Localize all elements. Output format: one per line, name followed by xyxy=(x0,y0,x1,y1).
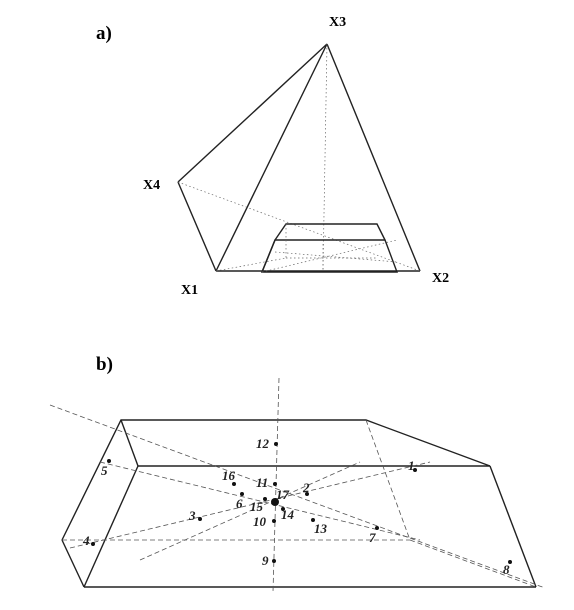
label-x2: X2 xyxy=(432,271,449,286)
points xyxy=(91,442,512,564)
point-15 xyxy=(263,497,267,501)
box-hidden-bottom-right xyxy=(409,539,537,588)
point-16 xyxy=(232,482,236,486)
label-point-2: 2 xyxy=(302,480,310,495)
point-3 xyxy=(198,517,202,521)
box-front-right xyxy=(489,465,537,588)
label-x3: X3 xyxy=(329,15,346,30)
label-point-12: 12 xyxy=(256,436,270,451)
label-x1: X1 xyxy=(181,283,198,298)
prism-top xyxy=(274,223,386,241)
point-labels: 1 2 3 4 5 6 7 8 9 10 11 12 13 14 15 16 1… xyxy=(82,436,510,577)
diagonal-line-2 xyxy=(69,461,431,549)
prism-diag-1 xyxy=(261,239,398,273)
box-back-top xyxy=(61,419,491,541)
point-1 xyxy=(413,468,417,472)
edge-x2-x3 xyxy=(326,43,421,272)
label-point-15: 15 xyxy=(250,499,264,514)
label-point-3: 3 xyxy=(188,508,196,523)
label-point-11: 11 xyxy=(256,475,268,490)
label-point-13: 13 xyxy=(314,521,328,536)
point-4 xyxy=(91,542,95,546)
label-point-14: 14 xyxy=(281,507,295,522)
point-2 xyxy=(305,492,309,496)
edge-x4-x2-hidden xyxy=(177,181,421,272)
label-point-6: 6 xyxy=(236,496,243,511)
label-point-7: 7 xyxy=(369,530,376,545)
point-12 xyxy=(274,442,278,446)
base-hidden-1 xyxy=(215,257,287,272)
prism-box xyxy=(61,419,537,588)
label-point-16: 16 xyxy=(222,468,236,483)
label-point-17: 17 xyxy=(276,487,290,502)
point-17 xyxy=(271,498,279,506)
label-point-1: 1 xyxy=(408,458,415,473)
diagonal-line-4 xyxy=(139,461,361,561)
edge-x4-x3 xyxy=(177,43,328,183)
edge-x1-x3 xyxy=(215,43,328,272)
box-left-top-edge xyxy=(120,419,139,467)
panel-a-label: a) xyxy=(96,23,112,44)
point-9 xyxy=(272,559,276,563)
label-point-8: 8 xyxy=(503,562,510,577)
point-14 xyxy=(281,507,285,511)
point-5 xyxy=(107,459,111,463)
label-point-5: 5 xyxy=(101,463,108,478)
point-10 xyxy=(272,519,276,523)
point-8 xyxy=(508,560,512,564)
panel-a: a) X3 X4 X1 X2 xyxy=(96,15,449,298)
prism-diag-2 xyxy=(274,251,398,263)
panel-b: b) xyxy=(49,354,546,593)
prism-left-edge xyxy=(261,239,276,273)
box-left-bottom-edge xyxy=(61,539,85,588)
point-11 xyxy=(273,482,277,486)
label-point-4: 4 xyxy=(82,533,90,548)
height-line xyxy=(322,43,328,272)
point-7 xyxy=(375,526,379,530)
edge-x4-x1 xyxy=(177,181,217,272)
label-point-9: 9 xyxy=(262,553,269,568)
label-x4: X4 xyxy=(143,178,160,193)
construction-lines xyxy=(49,377,546,593)
label-point-10: 10 xyxy=(253,514,267,529)
point-6 xyxy=(240,492,244,496)
panel-b-label: b) xyxy=(96,354,113,375)
diagonal-line-3 xyxy=(99,461,421,541)
point-13 xyxy=(311,518,315,522)
box-front-left xyxy=(83,465,139,588)
inner-prism xyxy=(215,223,399,273)
tetrahedron xyxy=(177,43,421,272)
box-hidden-right-back xyxy=(365,419,411,541)
